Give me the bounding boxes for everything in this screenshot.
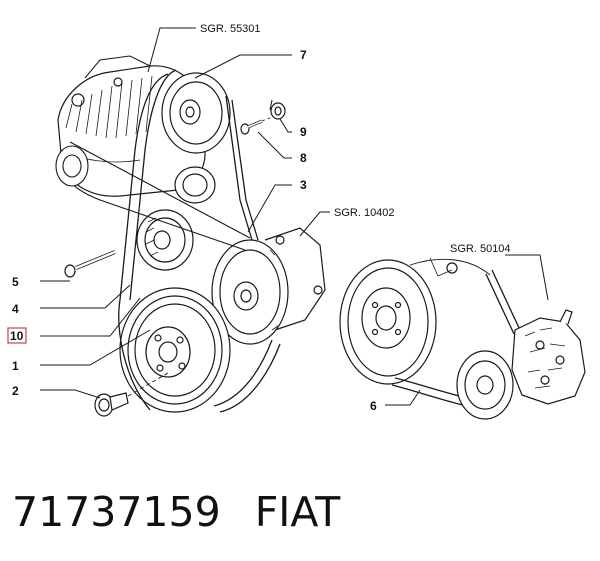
part-number-footer: 71737159 FIAT [12, 488, 340, 536]
brand-name: FIAT [254, 488, 341, 536]
ref-water-pump: SGR. 10402 [334, 207, 395, 219]
bolt-pulley [240, 115, 276, 135]
alternator-pulley [161, 72, 231, 154]
upper-belt [55, 141, 251, 251]
callout-6: 6 [370, 399, 377, 413]
tensioner-pulley [136, 209, 194, 271]
callout-5: 5 [12, 275, 19, 289]
callout-4: 4 [12, 302, 19, 316]
callout-10-highlighted: 10 [7, 327, 27, 344]
callout-3: 3 [300, 178, 307, 192]
water-pump [211, 227, 326, 345]
pump-pulley-small [456, 350, 514, 420]
bolt-tensioner [64, 250, 116, 278]
callout-9: 9 [300, 125, 307, 139]
ref-alternator: SGR. 55301 [200, 23, 261, 35]
injection-pump [511, 309, 586, 405]
injection-pump-pulley [339, 257, 491, 385]
crankshaft-pulley [119, 287, 231, 413]
callout-highlight-box [7, 327, 27, 344]
accessory-belt [118, 69, 281, 413]
callout-2: 2 [12, 384, 19, 398]
callout-7: 7 [300, 48, 307, 62]
leader-lines [40, 27, 549, 406]
part-number: 71737159 [12, 488, 221, 536]
callout-10: 10 [10, 329, 24, 343]
ref-injection-pump: SGR. 50104 [450, 243, 511, 255]
washer [270, 102, 286, 120]
idler-pulley [174, 166, 216, 204]
bolt-crankshaft [94, 372, 169, 417]
callout-1: 1 [12, 359, 19, 373]
callout-8: 8 [300, 151, 307, 165]
belt-drive-exploded-view: SGR. 55301 SGR. 10402 SGR. 50104 7 9 8 3… [7, 23, 586, 420]
